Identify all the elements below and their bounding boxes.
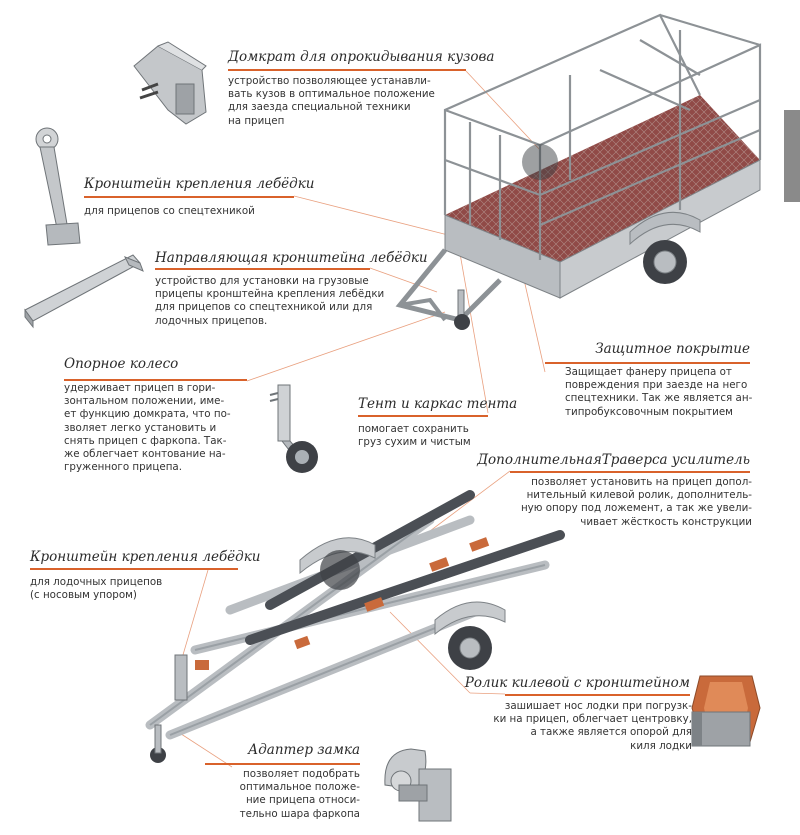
desc-line: оптимальное положе-: [239, 781, 360, 794]
desc-line: удерживает прицеп в гори-: [64, 382, 216, 394]
traverse-title: ДополнительнаяТраверса усилитель: [477, 452, 750, 468]
tent-underline: [358, 415, 488, 417]
lock-adapter-desc: позволяет подобрать оптимальное положе- …: [240, 768, 360, 821]
tipping-jack-icon: [133, 41, 207, 125]
keel-roller-title: Ролик килевой с кронштейном: [464, 675, 690, 691]
tipping-jack-underline: [228, 69, 466, 71]
protective-coating-title: Защитное покрытие: [595, 341, 750, 357]
desc-line: типробуксовочным покрытием: [565, 405, 733, 418]
traverse-underline: [510, 471, 750, 473]
desc-line: чивает жёсткость конструкции: [580, 515, 752, 528]
winch-bracket-1-underline: [84, 196, 294, 198]
desc-line: нительный килевой ролик, дополнитель-: [526, 489, 752, 502]
desc-line: вать кузов в оптимальное положение: [228, 88, 435, 101]
winch-guide-desc: устройство для установки на грузовые при…: [155, 275, 384, 328]
desc-line: ки на прицеп, облегчает центровку,: [493, 713, 692, 726]
jockey-wheel-desc: удерживает прицеп в гори- зонтальном пол…: [64, 382, 231, 474]
coupling-adapter-icon: [384, 748, 452, 822]
desc-line: лодочных прицепов.: [155, 314, 268, 327]
desc-line: зволяет легко установить и: [64, 421, 217, 434]
desc-line: позволяет подобрать: [243, 768, 360, 780]
desc-line: зашишает нос лодки при погрузк-: [504, 700, 692, 712]
lock-adapter-underline: [205, 763, 360, 765]
jockey-wheel-title: Опорное колесо: [64, 356, 179, 372]
desc-line: Защищает фанеру прицепа от: [565, 366, 732, 378]
desc-line: снять прицеп с фаркопа. Так-: [64, 434, 227, 447]
desc-line: позволяет установить на прицеп допол-: [531, 476, 752, 488]
desc-line: (с носовым упором): [30, 589, 137, 602]
keel-roller-underline: [505, 694, 690, 696]
desc-line: ную опору под ложемент, а так же увели-: [520, 502, 752, 515]
desc-line: устройство для установки на грузовые: [155, 275, 369, 287]
protective-coating-underline: [545, 362, 750, 364]
desc-line: для заезда специальной техники: [228, 101, 411, 114]
lock-adapter-title: Адаптер замка: [248, 742, 360, 758]
cargo-trailer-icon: [395, 13, 762, 330]
jockey-wheel-icon: [269, 384, 318, 473]
desc-line: помогает сохранить: [358, 423, 469, 435]
desc-line: ет функцию домкрата, что по-: [64, 408, 231, 421]
winch-guide-underline: [155, 268, 370, 270]
winch-bracket-2-underline: [30, 568, 238, 570]
desc-line: для лодочных прицепов: [30, 576, 163, 588]
desc-line: повреждения при заезде на него: [565, 379, 748, 392]
jockey-wheel-underline: [64, 379, 247, 381]
desc-line: на прицеп: [228, 114, 285, 127]
desc-line: тельно шара фаркопа: [239, 807, 360, 820]
desc-line: спецтехники. Так же является ан-: [565, 392, 753, 405]
desc-line: ние прицепа относи-: [245, 794, 360, 807]
tipping-jack-desc: устройство позволяющее устанавли- вать к…: [228, 75, 435, 128]
desc-line: для прицепов со спецтехникой или для: [155, 301, 373, 314]
desc-line: для прицепов со спецтехникой: [84, 205, 255, 217]
winch-bracket-2-title: Кронштейн крепления лебёдки: [30, 549, 261, 565]
desc-line: а также является опорой для: [530, 726, 692, 739]
desc-line: устройство позволяющее устанавли-: [228, 75, 431, 87]
protective-coating-desc: Защищает фанеру прицепа от повреждения п…: [565, 366, 752, 419]
winch-bracket-1-desc: для прицепов со спецтехникой: [84, 205, 255, 218]
tipping-jack-title: Домкрат для опрокидывания кузова: [228, 49, 495, 65]
desc-line: же облегчает контование на-: [64, 448, 226, 461]
winch-bracket-1-title: Кронштейн крепления лебёдки: [84, 176, 315, 192]
tent-desc: помогает сохранить груз сухим и чистым: [358, 423, 471, 449]
winch-bracket-icon: [35, 127, 81, 246]
desc-line: зонтальном положении, име-: [64, 395, 225, 408]
desc-line: груз сухим и чистым: [358, 436, 471, 449]
keel-roller-desc: зашишает нос лодки при погрузк- ки на пр…: [493, 700, 692, 753]
side-tab: [784, 110, 800, 202]
desc-line: прицепы кронштейна крепления лебёдки: [155, 288, 385, 301]
tent-title: Тент и каркас тента: [358, 396, 518, 412]
desc-line: киля лодки: [630, 739, 692, 752]
traverse-desc: позволяет установить на прицеп допол- ни…: [521, 476, 752, 529]
winch-guide-icon: [24, 254, 144, 329]
keel-roller-icon: [691, 675, 761, 747]
boat-trailer-icon: [145, 490, 565, 763]
desc-line: груженного прицепа.: [64, 461, 183, 474]
leader-lines: [174, 70, 546, 768]
winch-guide-title: Направляющая кронштейна лебёдки: [155, 250, 428, 266]
winch-bracket-2-desc: для лодочных прицепов (с носовым упором): [30, 576, 162, 602]
